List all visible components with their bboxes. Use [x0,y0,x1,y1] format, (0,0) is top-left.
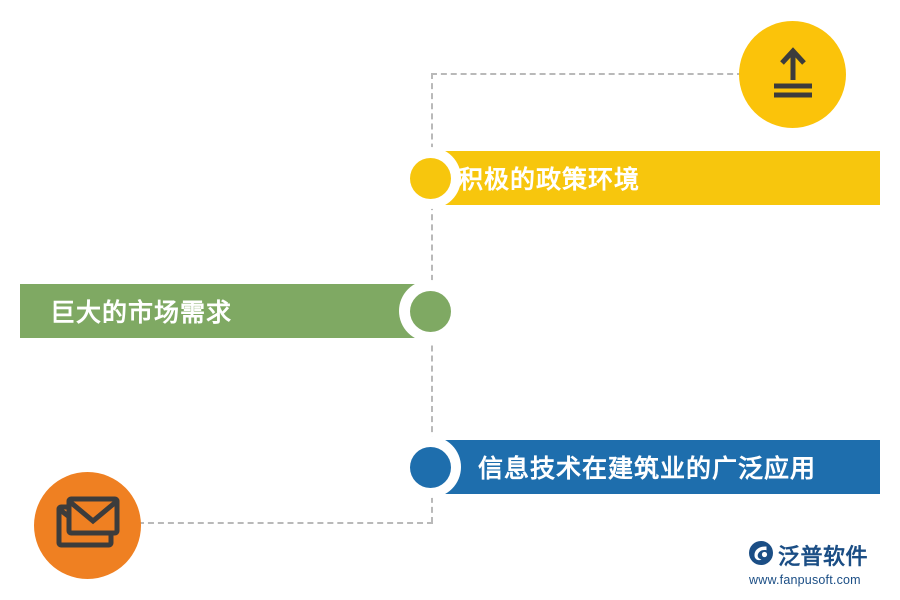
item-label-it: 信息技术在建筑业的广泛应用 [478,455,817,483]
badge-upload[interactable] [739,21,846,128]
node-marker-policy [399,147,461,209]
item-label-market: 巨大的市场需求 [50,299,233,327]
node-dot-market [409,290,451,332]
envelope-icon [55,495,121,556]
brand-url: www.fanpusoft.com [749,573,861,587]
upload-arrow-icon [761,40,825,109]
item-label-policy: 积极的政策环境 [458,166,641,194]
node-dot-policy [409,157,451,199]
badge-mail[interactable] [34,472,141,579]
brand-logo-row: 泛普软件 [748,539,868,571]
node-marker-it [399,436,461,498]
connector-top-horizontal [431,73,743,75]
node-marker-market [399,280,461,342]
fanpu-mark-icon [748,540,774,571]
node-dot-it [409,446,451,488]
item-bar-it[interactable]: 信息技术在建筑业的广泛应用 [430,440,880,494]
item-bar-policy[interactable]: 积极的政策环境 [430,151,880,205]
connector-bottom-horizontal [138,522,433,524]
brand-name: 泛普软件 [778,544,869,569]
brand-logo: 泛普软件 www.fanpusoft.com [748,537,888,589]
item-bar-market[interactable]: 巨大的市场需求 [20,284,430,338]
